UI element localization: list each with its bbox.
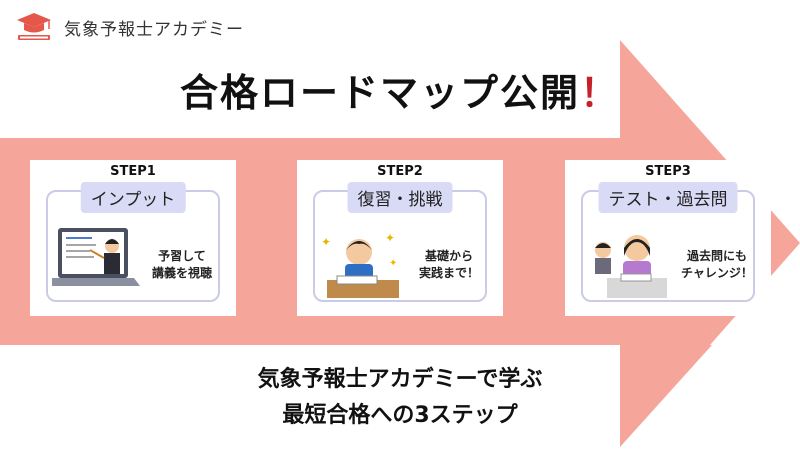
step-caption: 過去問にも チャレンジ！	[677, 248, 757, 282]
step-caption: 予習して 講義を視聴	[142, 248, 222, 282]
step-caption-line: 過去問にも	[686, 249, 747, 263]
svg-text:✦: ✦	[321, 235, 331, 249]
step-caption: 基礎から 実践まで！	[409, 248, 489, 282]
laptop-lecture-icon	[52, 228, 140, 286]
step-card-3: STEP3 テスト・過去問 過去問にも チャレンジ！	[565, 160, 771, 316]
student-studying-icon: ✦ ✦ ✦	[321, 231, 399, 298]
step-caption-line: 基礎から	[424, 249, 473, 263]
tagline-line: 最短合格への3ステップ	[282, 403, 518, 428]
svg-text:✦: ✦	[385, 231, 395, 245]
step-label: STEP2	[377, 164, 423, 179]
brand-name: 気象予報士アカデミー	[64, 19, 244, 40]
page-title: 合格ロードマップ公開！	[0, 62, 800, 117]
graduation-cap-book-icon	[17, 13, 51, 40]
step-title: 復習・挑戦	[347, 182, 453, 213]
step-label: STEP3	[645, 164, 691, 179]
brand-header: 気象予報士アカデミー	[14, 9, 244, 45]
step-card-1: STEP1 インプット 予習して 講義を視聴	[30, 160, 236, 316]
exam-students-icon	[595, 235, 667, 298]
step-title: インプット	[80, 182, 186, 213]
step-card-2: STEP2 復習・挑戦 ✦ ✦ ✦ 基礎から 実践まで！	[297, 160, 503, 316]
step-caption-line: 予習して	[158, 249, 206, 263]
step-title: テスト・過去問	[598, 182, 738, 213]
step-caption-line: 実践まで！	[418, 266, 479, 280]
page-title-text: 合格ロードマップ公開	[179, 71, 580, 115]
svg-text:✦: ✦	[389, 258, 397, 269]
tagline-line: 気象予報士アカデミーで学ぶ	[257, 367, 543, 392]
page-title-accent: ！	[580, 71, 621, 115]
step-caption-line: 講義を視聴	[151, 266, 212, 280]
step-label: STEP1	[110, 164, 156, 179]
tagline: 気象予報士アカデミーで学ぶ 最短合格への3ステップ	[0, 362, 800, 434]
step-caption-line: チャレンジ！	[681, 266, 753, 280]
